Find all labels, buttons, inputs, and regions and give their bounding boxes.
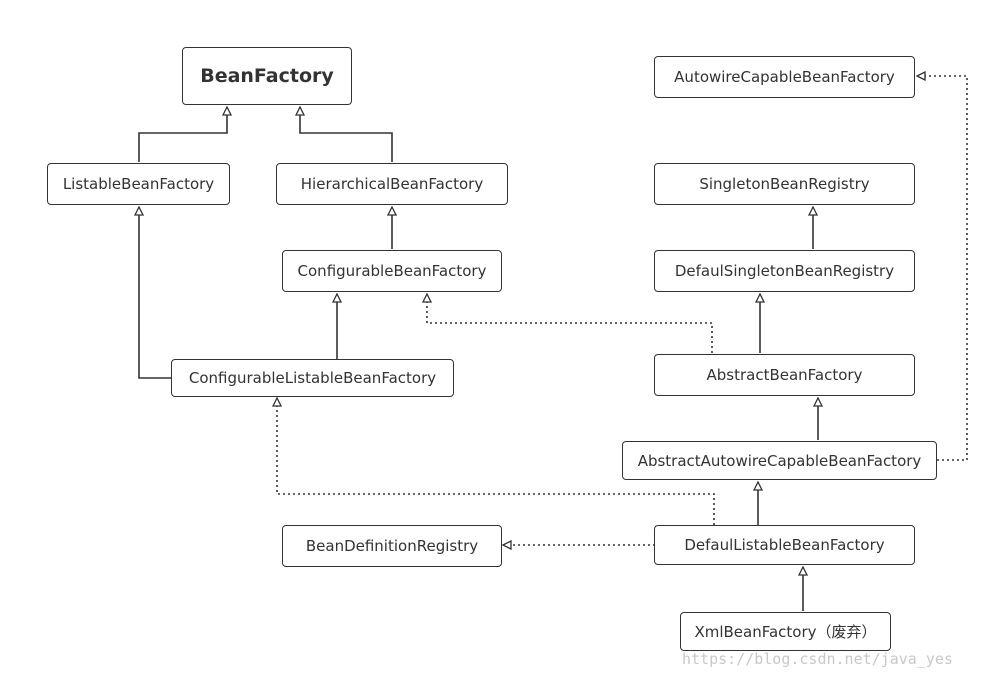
node-hierarchical-bean-factory: HierarchicalBeanFactory [276,163,508,205]
node-default-listable-bean-factory: DefaulListableBeanFactory [654,525,915,565]
edge-abstractbean-to-configurable [427,294,713,353]
edge-abstractautowire-to-autowirecapable [917,76,968,461]
edge-hierarchical-to-beanfactory [300,107,393,162]
node-abstract-autowire-capable-bean-factory: AbstractAutowireCapableBeanFactory [622,441,937,480]
watermark: https://blog.csdn.net/java_yes [682,650,953,668]
node-bean-factory: BeanFactory [182,47,352,105]
node-listable-bean-factory: ListableBeanFactory [47,163,230,205]
node-autowire-capable-bean-factory: AutowireCapableBeanFactory [654,56,915,98]
edge-configurablelistable-to-listable [139,207,172,379]
node-xml-bean-factory: XmlBeanFactory（废弃） [680,612,891,651]
edge-defaultlistable-to-configurablelistable [277,398,715,525]
node-configurable-listable-bean-factory: ConfigurableListableBeanFactory [171,359,454,397]
node-default-singleton-bean-registry: DefaulSingletonBeanRegistry [654,250,915,292]
node-singleton-bean-registry: SingletonBeanRegistry [654,163,915,205]
edge-listable-to-beanfactory [138,107,227,162]
node-abstract-bean-factory: AbstractBeanFactory [654,354,915,396]
node-bean-definition-registry: BeanDefinitionRegistry [282,525,502,567]
node-configurable-bean-factory: ConfigurableBeanFactory [282,250,502,292]
